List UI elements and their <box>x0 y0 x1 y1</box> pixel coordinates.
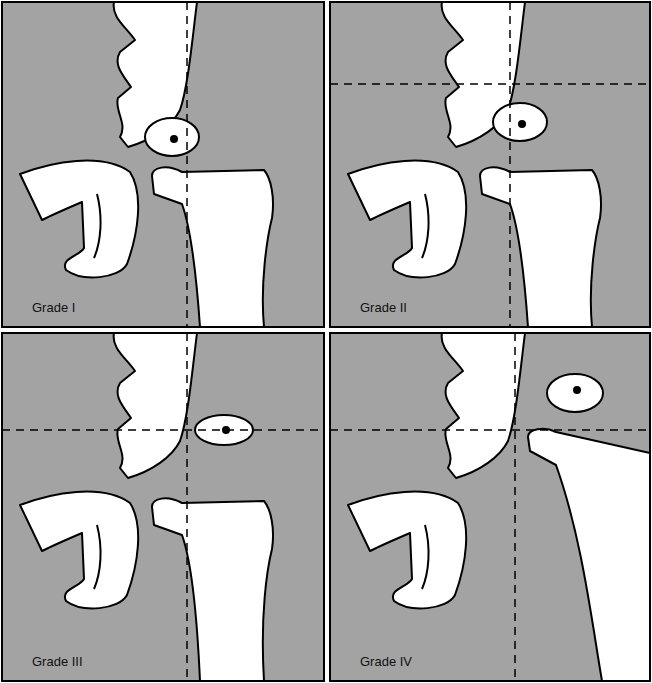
patella <box>547 374 603 412</box>
panel-ground <box>330 2 650 327</box>
bone-contour <box>422 525 429 589</box>
fibula-shape <box>348 161 466 278</box>
bone-contour <box>422 194 429 258</box>
fibula-shape <box>20 492 138 609</box>
tibia-shape <box>152 498 273 681</box>
tibia-shape <box>152 167 273 327</box>
femur-shape <box>442 333 525 478</box>
grade-panel <box>2 333 324 681</box>
grade-panel <box>2 2 324 327</box>
panel-ground <box>2 333 324 681</box>
grade-label: Grade I <box>32 301 75 314</box>
patella <box>145 118 199 156</box>
reference-line <box>330 83 650 85</box>
tibia-shape <box>480 167 601 327</box>
panel-border <box>330 333 650 681</box>
tibia-shape <box>528 429 650 681</box>
grade-label: Grade II <box>360 301 407 314</box>
grade-panel <box>330 2 650 327</box>
reference-line <box>186 2 188 327</box>
grade-label: Grade III <box>32 655 83 668</box>
reference-line <box>330 429 650 431</box>
bone-contour <box>94 194 101 258</box>
fibula-shape <box>20 161 138 278</box>
patella <box>493 103 547 141</box>
femur-shape <box>114 333 197 478</box>
fibula-shape <box>348 492 466 609</box>
reference-line <box>186 333 188 681</box>
grade-panel <box>330 333 650 681</box>
panel-border <box>2 2 324 327</box>
reference-line <box>509 2 511 327</box>
patella-center <box>170 135 178 143</box>
panel-border <box>2 333 324 681</box>
reference-line <box>514 333 516 681</box>
patella-center <box>518 120 526 128</box>
panel-ground <box>2 2 324 327</box>
bone-contour <box>94 525 101 589</box>
grade-label: Grade IV <box>360 655 412 668</box>
patella-center <box>573 386 581 394</box>
panel-ground <box>330 333 650 681</box>
reference-line <box>2 429 324 431</box>
panel-border <box>330 2 650 327</box>
